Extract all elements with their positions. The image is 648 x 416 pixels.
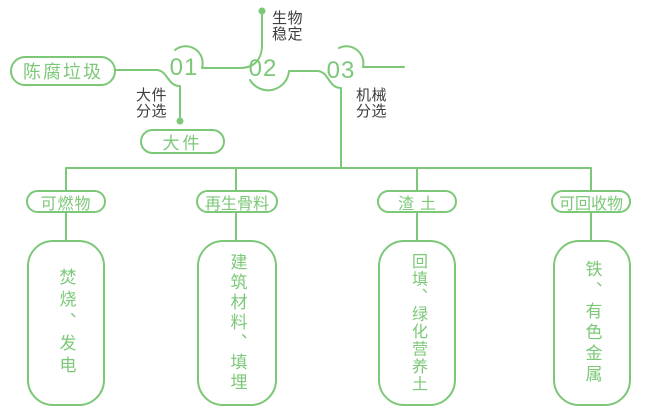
- result-box-combustibles: 焚烧、发电: [27, 240, 105, 406]
- label-bio-stabilization: 生物 稳定: [272, 10, 304, 43]
- result-box-recyclables: 铁、有色金属: [553, 240, 631, 406]
- node-bulky-label: 大件: [162, 134, 203, 153]
- category-pill-slag-soil: 渣土: [377, 190, 457, 213]
- line-source-to-step1: [114, 69, 181, 118]
- result-box-slag-soil: 回填、绿化营养土: [378, 240, 456, 406]
- node-source-label: 陈腐垃圾: [23, 62, 103, 82]
- category-pill-recycled-aggregate: 再生骨料: [196, 190, 278, 213]
- line-step1-to-step2: [174, 45, 241, 69]
- category-pill-combustibles: 可燃物: [26, 190, 106, 213]
- branch-trunk: [65, 167, 592, 191]
- result-text: 铁、有色金属: [582, 260, 602, 386]
- result-box-recycled-aggregate: 建筑材料、填埋: [197, 240, 277, 406]
- line-step2-to-step3: [249, 70, 342, 169]
- category-pill-recyclables: 可回收物: [551, 190, 631, 213]
- label-bulky-sorting: 大件 分选: [136, 87, 168, 120]
- line-step3-exit: [338, 45, 405, 68]
- step-number-3: 03: [326, 57, 356, 84]
- result-text: 回填、绿化营养土: [409, 253, 426, 393]
- node-bulky-output: 大件: [140, 129, 225, 154]
- result-text: 建筑材料、填埋: [227, 253, 247, 393]
- node-source: 陈腐垃圾: [10, 56, 116, 86]
- step-number-1: 01: [169, 54, 199, 81]
- connector-dot-bio: [258, 7, 266, 15]
- connector-dot-bulky: [176, 117, 184, 125]
- label-mechanical-sorting: 机械 分选: [356, 87, 388, 120]
- line-step2-up: [239, 14, 263, 69]
- result-text: 焚烧、发电: [56, 268, 76, 378]
- step-number-2: 02: [248, 55, 278, 82]
